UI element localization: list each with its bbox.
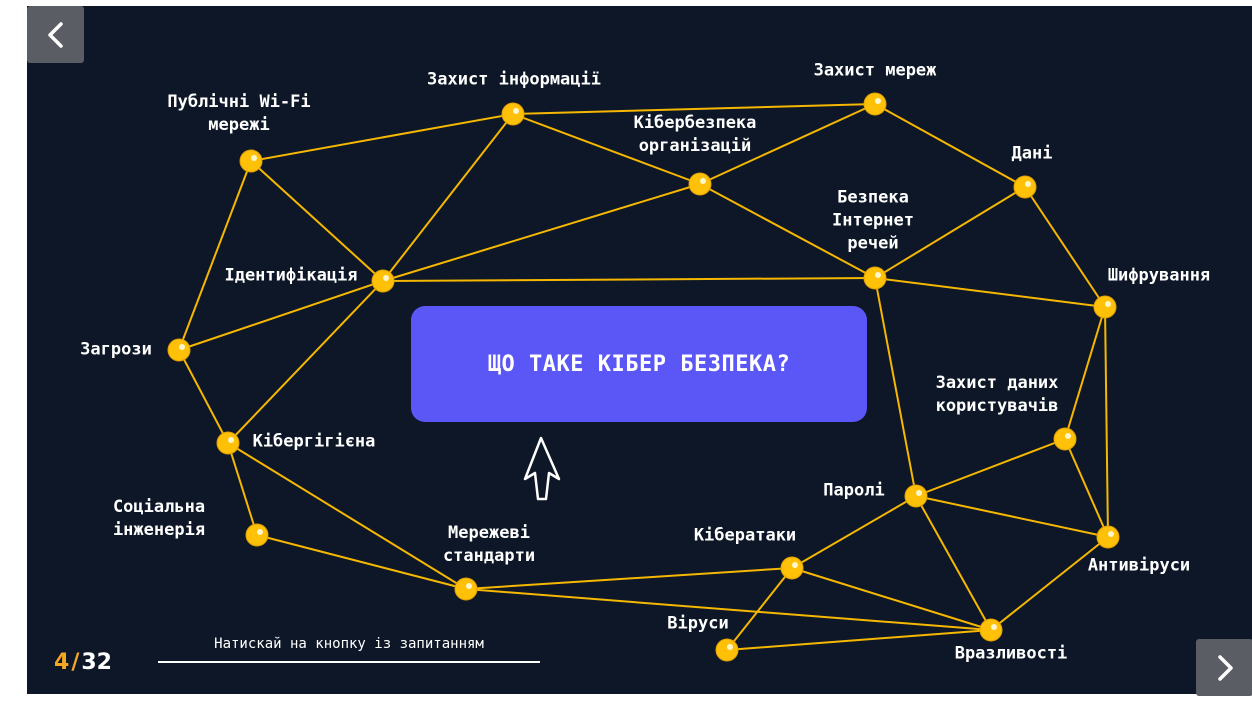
node-zakhyst-informatsii[interactable]	[501, 102, 525, 126]
node-label-shyfruvannia: Шифрування	[1107, 265, 1211, 286]
edge-publichni-wifi-identyfikatsiia	[250, 160, 384, 282]
node-label-identyfikatsiia: Ідентифікація	[224, 265, 358, 286]
current-page: 4	[54, 650, 70, 675]
edge-shyfruvannia-zakhyst-danykh	[1064, 306, 1106, 440]
node-zahrozy[interactable]	[167, 338, 191, 362]
node-antyvirusy[interactable]	[1096, 525, 1120, 549]
question-button[interactable]: ЩО ТАКЕ КІБЕР БЕЗПЕКА?	[411, 306, 867, 422]
node-label-dani: Дані	[1011, 143, 1053, 164]
question-button-label: ЩО ТАКЕ КІБЕР БЕЗПЕКА?	[487, 351, 791, 377]
arrow-pointer-icon	[523, 436, 561, 501]
edge-paroli-zakhyst-danykh	[915, 438, 1066, 497]
node-zakhyst-merezh[interactable]	[863, 92, 887, 116]
hint-underline	[158, 661, 540, 663]
node-label-virusy: Віруси	[667, 613, 729, 634]
hint-text: Натискай на кнопку із запитанням	[214, 636, 484, 652]
edge-kiberbezpeka-orhanizatsii-identyfikatsiia	[382, 183, 701, 282]
node-bezpeka-iot[interactable]	[863, 266, 887, 290]
edge-merezhevi-standarty-kiberataky	[465, 567, 793, 590]
edge-zahrozy-kiberhihiiena	[178, 349, 229, 444]
node-label-vrazlyvosti: Вразливості	[954, 643, 1068, 664]
node-sotsialna-inzheneriia[interactable]	[245, 523, 269, 547]
node-label-kiberbezpeka-orhanizatsii: Кібербезпека організацій	[633, 113, 757, 156]
node-shyfruvannia[interactable]	[1093, 295, 1117, 319]
edge-zakhyst-merezh-dani	[874, 103, 1026, 188]
next-slide-button[interactable]	[1196, 639, 1252, 696]
edge-bezpeka-iot-shyfruvannia	[874, 277, 1106, 308]
edge-zakhyst-informatsii-identyfikatsiia	[382, 113, 514, 282]
edge-antyvirusy-vrazlyvosti	[990, 536, 1109, 631]
edge-virusy-vrazlyvosti	[726, 629, 992, 651]
edge-bezpeka-iot-paroli	[874, 277, 917, 497]
page-separator: /	[71, 650, 80, 675]
edge-publichni-wifi-zakhyst-informatsii	[250, 113, 514, 162]
node-virusy[interactable]	[715, 638, 739, 662]
node-kiberataky[interactable]	[780, 556, 804, 580]
node-label-sotsialna-inzheneriia: Соціальна інженерія	[112, 497, 206, 540]
edge-identyfikatsiia-kiberhihiiena	[227, 280, 384, 444]
node-label-publichni-wifi: Публічні Wi-Fi мережі	[167, 92, 311, 135]
node-zakhyst-danykh[interactable]	[1053, 427, 1077, 451]
edge-kiberataky-vrazlyvosti	[791, 567, 992, 631]
edge-kiberataky-virusy	[726, 567, 793, 651]
edge-identyfikatsiia-zahrozy	[178, 280, 384, 351]
node-label-kiberataky: Кібератаки	[693, 525, 797, 546]
edge-kiberhihiiena-merezhevi-standarty	[227, 442, 467, 590]
node-label-antyvirusy: Антивіруси	[1087, 555, 1191, 576]
edge-dani-shyfruvannia	[1024, 186, 1106, 308]
node-merezhevi-standarty[interactable]	[454, 577, 478, 601]
edge-publichni-wifi-zahrozy	[178, 160, 252, 351]
node-label-paroli: Паролі	[823, 480, 885, 501]
node-vrazlyvosti[interactable]	[979, 618, 1003, 642]
edge-shyfruvannia-antyvirusy	[1104, 306, 1109, 538]
node-label-merezhevi-standarty: Мережеві стандарти	[442, 523, 536, 566]
node-kiberhihiiena[interactable]	[216, 431, 240, 455]
node-identyfikatsiia[interactable]	[371, 269, 395, 293]
total-pages: 32	[81, 650, 112, 675]
edge-zakhyst-informatsii-zakhyst-merezh	[512, 103, 876, 115]
edge-zakhyst-merezh-kiberbezpeka-orhanizatsii	[699, 103, 876, 185]
edge-kiberataky-paroli	[791, 495, 917, 569]
edge-identyfikatsiia-bezpeka-iot	[382, 277, 876, 282]
edge-kiberbezpeka-orhanizatsii-bezpeka-iot	[699, 183, 876, 279]
edge-paroli-vrazlyvosti	[915, 495, 992, 631]
node-paroli[interactable]	[904, 484, 928, 508]
edge-zakhyst-informatsii-kiberbezpeka-orhanizatsii	[512, 113, 701, 185]
node-label-bezpeka-iot: Безпека Інтернет речей	[832, 187, 914, 254]
edge-paroli-antyvirusy	[915, 495, 1109, 538]
node-publichni-wifi[interactable]	[239, 149, 263, 173]
prev-slide-button[interactable]	[27, 6, 84, 63]
node-label-zakhyst-merezh: Захист мереж	[813, 60, 937, 81]
edge-sotsialna-inzheneriia-merezhevi-standarty	[256, 534, 467, 590]
chevron-right-icon	[1217, 654, 1233, 681]
edge-zakhyst-danykh-antyvirusy	[1064, 438, 1109, 538]
edge-merezhevi-standarty-vrazlyvosti	[465, 588, 992, 631]
edge-dani-bezpeka-iot	[874, 186, 1026, 279]
node-kiberbezpeka-orhanizatsii[interactable]	[688, 172, 712, 196]
chevron-left-icon	[47, 21, 63, 48]
node-dani[interactable]	[1013, 175, 1037, 199]
node-label-zakhyst-danykh: Захист даних користувачів	[935, 373, 1059, 416]
edge-kiberhihiiena-sotsialna-inzheneriia	[227, 442, 258, 536]
node-label-zahrozy: Загрози	[80, 339, 152, 360]
node-label-zakhyst-informatsii: Захист інформації	[427, 69, 601, 90]
node-label-kiberhihiiena: Кібергігієна	[252, 431, 376, 452]
slide-counter: 4/32	[54, 650, 112, 675]
